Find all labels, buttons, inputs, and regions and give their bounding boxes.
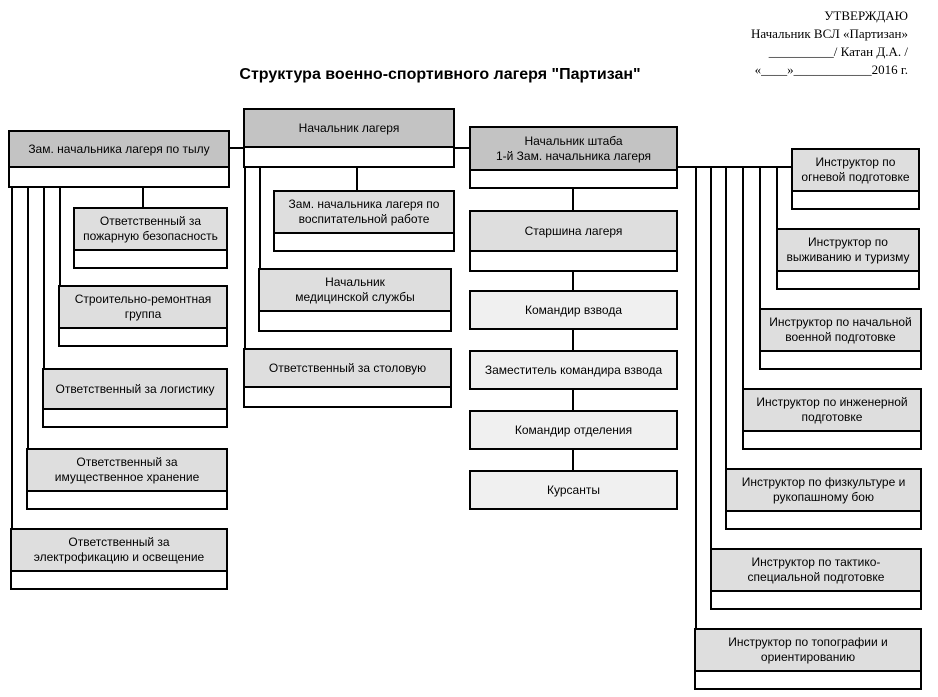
connector-rear-logistics [43,188,45,368]
approval-line-1: УТВЕРЖДАЮ [824,8,908,23]
org-box-property-storage-label: Ответственный за имущественное хранение [28,450,226,492]
connector-squad-cadets [572,450,574,470]
org-box-medical-chief-name-area [260,312,450,330]
page-title: Структура военно-спортивного лагеря "Пар… [239,66,641,83]
org-box-instructor-basic-military-name-area [761,352,920,368]
connector-platoon-deputy [572,330,574,350]
approval-line-3: __________/ Катан Д.А. / [768,44,908,59]
connector-chief-educational [356,168,358,190]
org-box-camp-chief: Начальник лагеря [243,108,455,168]
connector-staff-engineering [742,166,744,388]
org-box-deputy-educational-label: Зам. начальника лагеря по воспитательной… [275,192,453,234]
org-box-canteen-label: Ответственный за столовую [245,350,450,388]
org-box-electrification-lighting-name-area [12,572,226,588]
connector-sergeant-platoon [572,272,574,290]
org-box-camp-chief-name-area [245,148,453,166]
org-box-instructor-tactical-special: Инструктор по тактико- специальной подго… [710,548,922,610]
org-box-squad-commander: Командир отделения [469,410,678,450]
connector-rear-property [27,188,29,448]
org-box-instructor-tactical-special-label: Инструктор по тактико- специальной подго… [712,550,920,592]
approval-line-4: «____»____________2016 г. [754,62,908,77]
org-box-camp-sergeant-name-area [471,252,676,270]
connector-staff-tactical [710,166,712,548]
org-box-construction-repair-name-area [60,329,226,345]
org-box-platoon-commander-label: Командир взвода [471,292,676,328]
org-box-staff-chief-label: Начальник штаба 1-й Зам. начальника лаге… [471,128,676,171]
org-box-electrification-lighting: Ответственный за электрофикацию и освеще… [10,528,228,590]
org-box-instructor-engineering-label: Инструктор по инженерной подготовке [744,390,920,432]
org-box-instructor-firearms: Инструктор по огневой подготовке [791,148,920,210]
org-box-camp-sergeant-label: Старшина лагеря [471,212,676,252]
org-box-camp-sergeant: Старшина лагеря [469,210,678,272]
org-box-instructor-firearms-label: Инструктор по огневой подготовке [793,150,918,192]
org-box-squad-commander-label: Командир отделения [471,412,676,448]
org-box-deputy-educational-name-area [275,234,453,250]
org-box-logistics-name-area [44,410,226,426]
org-box-deputy-rear-label: Зам. начальника лагеря по тылу [10,132,228,168]
org-box-deputy-educational: Зам. начальника лагеря по воспитательной… [273,190,455,252]
connector-chief-medical [259,168,261,268]
connector-chief-canteen [244,168,246,348]
org-box-deputy-rear: Зам. начальника лагеря по тылу [8,130,230,188]
org-box-medical-chief-label: Начальник медицинской службы [260,270,450,312]
org-box-instructor-firearms-name-area [793,192,918,208]
org-box-instructor-tactical-special-name-area [712,592,920,608]
org-box-instructor-survival-tourism-name-area [778,272,918,288]
org-box-electrification-lighting-label: Ответственный за электрофикацию и освеще… [12,530,226,572]
connector-staff-physical [725,166,727,468]
org-box-staff-chief-name-area [471,171,676,187]
org-box-platoon-commander: Командир взвода [469,290,678,330]
connector-rear-electrification [11,188,13,528]
org-box-fire-safety-name-area [75,251,226,267]
org-box-instructor-topography: Инструктор по топографии и ориентировани… [694,628,922,690]
org-box-instructor-topography-label: Инструктор по топографии и ориентировани… [696,630,920,672]
org-box-staff-chief: Начальник штаба 1-й Зам. начальника лаге… [469,126,678,189]
org-box-canteen: Ответственный за столовую [243,348,452,408]
org-box-medical-chief: Начальник медицинской службы [258,268,452,332]
org-box-instructor-survival-tourism-label: Инструктор по выживанию и туризму [778,230,918,272]
org-box-instructor-physical-combat-name-area [727,512,920,528]
connector-staff-sergeant [572,189,574,210]
org-box-property-storage: Ответственный за имущественное хранение [26,448,228,510]
org-box-deputy-platoon-commander-label: Заместитель командира взвода [471,352,676,388]
approval-block: УТВЕРЖДАЮ Начальник ВСЛ «Партизан» _____… [751,7,908,79]
connector-rear-construction [59,188,61,285]
connector-rear-fire-safety [142,188,144,207]
connector-rear-to-chief [230,147,243,149]
org-box-fire-safety: Ответственный за пожарную безопасность [73,207,228,269]
org-box-instructor-survival-tourism: Инструктор по выживанию и туризму [776,228,920,290]
org-box-canteen-name-area [245,388,450,406]
org-box-logistics-label: Ответственный за логистику [44,370,226,410]
org-box-cadets: Курсанты [469,470,678,510]
org-box-cadets-label: Курсанты [471,472,676,508]
org-box-construction-repair: Строительно-ремонтная группа [58,285,228,347]
org-box-deputy-rear-name-area [10,168,228,186]
connector-staff-survival [776,166,778,228]
org-box-instructor-physical-combat: Инструктор по физкультуре и рукопашному … [725,468,922,530]
org-box-instructor-basic-military: Инструктор по начальной военной подготов… [759,308,922,370]
connector-staff-to-instructors [678,166,791,168]
org-box-property-storage-name-area [28,492,226,508]
org-box-deputy-platoon-commander: Заместитель командира взвода [469,350,678,390]
org-box-instructor-engineering: Инструктор по инженерной подготовке [742,388,922,450]
org-box-construction-repair-label: Строительно-ремонтная группа [60,287,226,329]
org-box-fire-safety-label: Ответственный за пожарную безопасность [75,209,226,251]
connector-deputy-squad [572,390,574,410]
connector-chief-to-staff [455,147,469,149]
org-box-instructor-engineering-name-area [744,432,920,448]
connector-staff-basic-military [759,166,761,308]
connector-staff-topography [695,166,697,628]
approval-line-2: Начальник ВСЛ «Партизан» [750,26,908,41]
org-box-instructor-topography-name-area [696,672,920,688]
org-box-instructor-basic-military-label: Инструктор по начальной военной подготов… [761,310,920,352]
org-box-logistics: Ответственный за логистику [42,368,228,428]
org-box-camp-chief-label: Начальник лагеря [245,110,453,148]
org-box-instructor-physical-combat-label: Инструктор по физкультуре и рукопашному … [727,470,920,512]
